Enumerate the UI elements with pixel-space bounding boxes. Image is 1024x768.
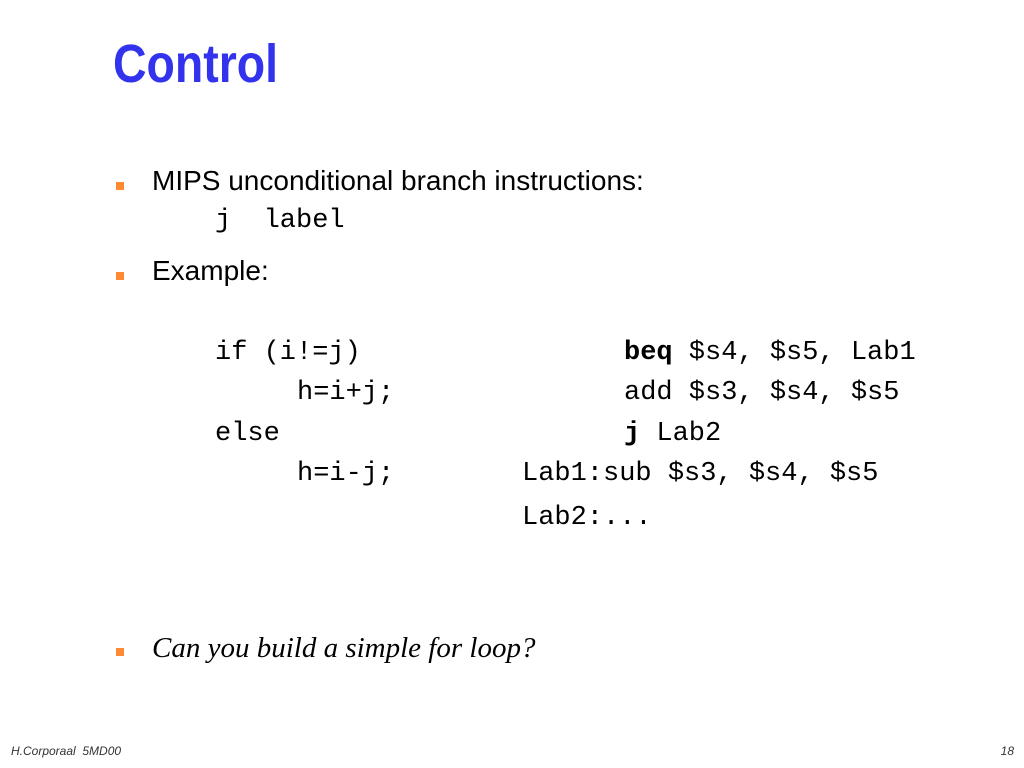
bullet-marker [116,182,124,190]
bullet-text-for-loop-question: Can you build a simple for loop? [152,632,536,664]
asm-line-j: j Lab2 [624,418,721,450]
bullet-text-example: Example: [152,255,269,286]
asm-line-lab1: Lab1:sub $s3, $s4, $s5 [522,459,879,489]
code-j-label: j label [215,206,345,236]
bullet-text-mips-branch: MIPS unconditional branch instructions: [152,165,644,196]
c-code-line-then: h=i+j; [297,378,395,408]
asm-op-j: j [624,419,641,449]
asm-line-add: add $s3, $s4, $s5 [624,378,900,408]
asm-line-beq: beq $s4, $s5, Lab1 [624,337,916,369]
asm-args-beq: $s4, $s5, Lab1 [672,338,916,368]
c-code-line-if: if (i!=j) [215,338,361,368]
asm-line-lab2: Lab2:... [522,503,652,533]
bullet-marker [116,272,124,280]
c-code-line-else: else [215,419,280,449]
footer-author: H.Corporaal 5MD00 [11,744,122,758]
footer-page-number: 18 [1000,744,1014,758]
asm-op-beq: beq [624,338,673,368]
asm-args-j: Lab2 [640,419,722,449]
bullet-marker [116,648,124,656]
slide-title: Control [113,34,279,94]
c-code-line-else-body: h=i-j; [297,459,395,489]
